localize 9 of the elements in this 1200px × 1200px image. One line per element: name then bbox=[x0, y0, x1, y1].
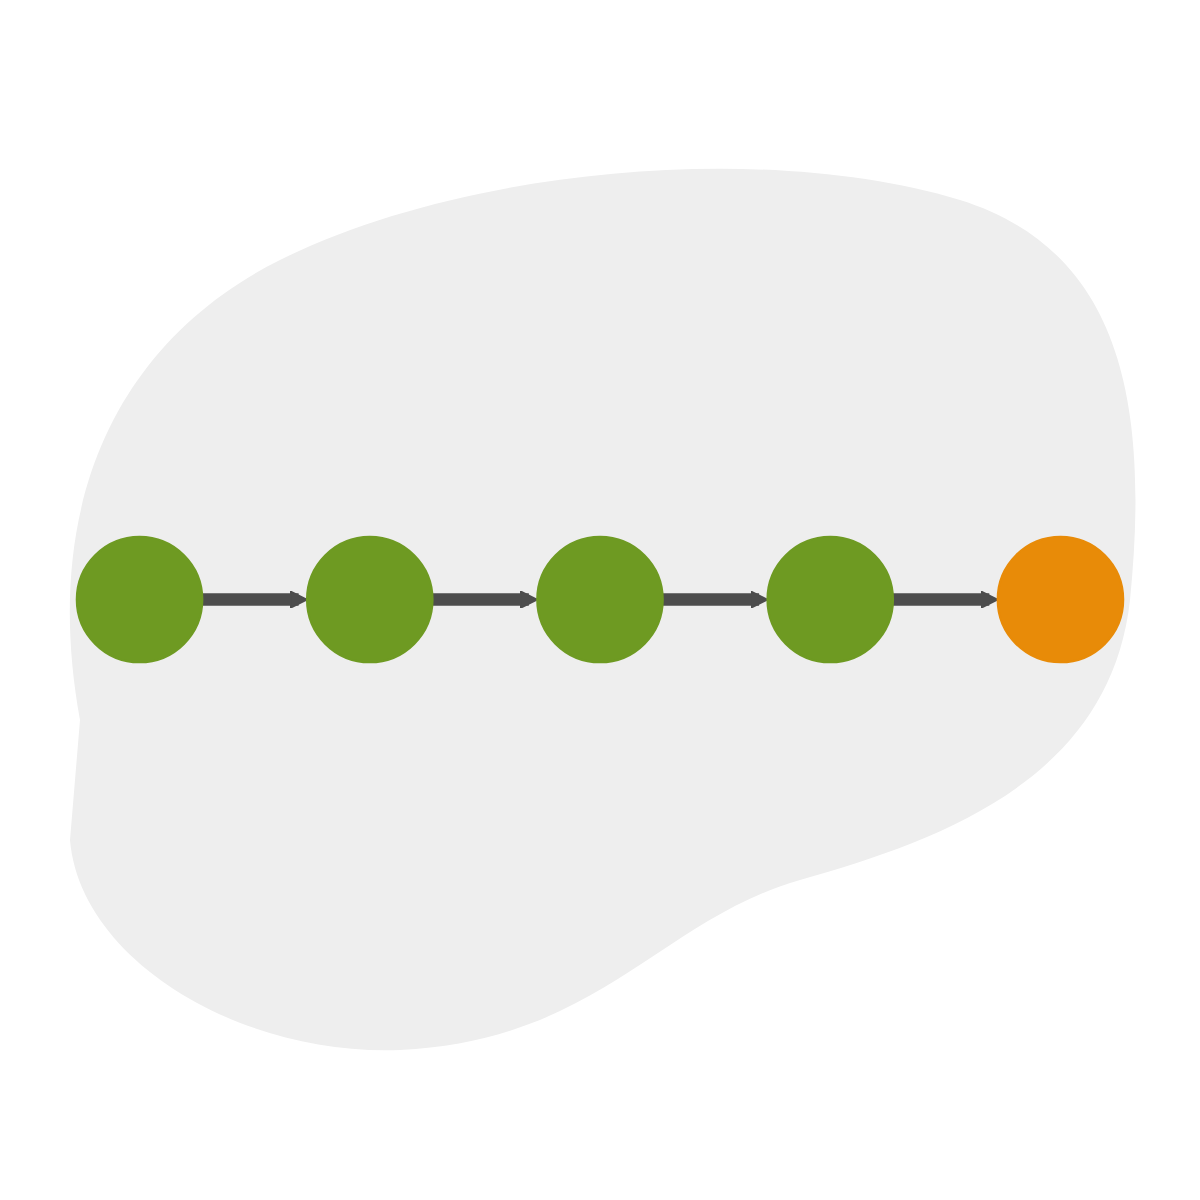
circle-node bbox=[75, 536, 204, 664]
circle-node bbox=[536, 536, 664, 664]
arrow bbox=[432, 590, 539, 610]
circle-node bbox=[305, 536, 434, 664]
circle-node bbox=[766, 536, 895, 664]
arrow bbox=[662, 590, 769, 610]
arrow bbox=[893, 590, 999, 610]
circle-node bbox=[996, 536, 1125, 664]
arrow bbox=[202, 590, 308, 610]
